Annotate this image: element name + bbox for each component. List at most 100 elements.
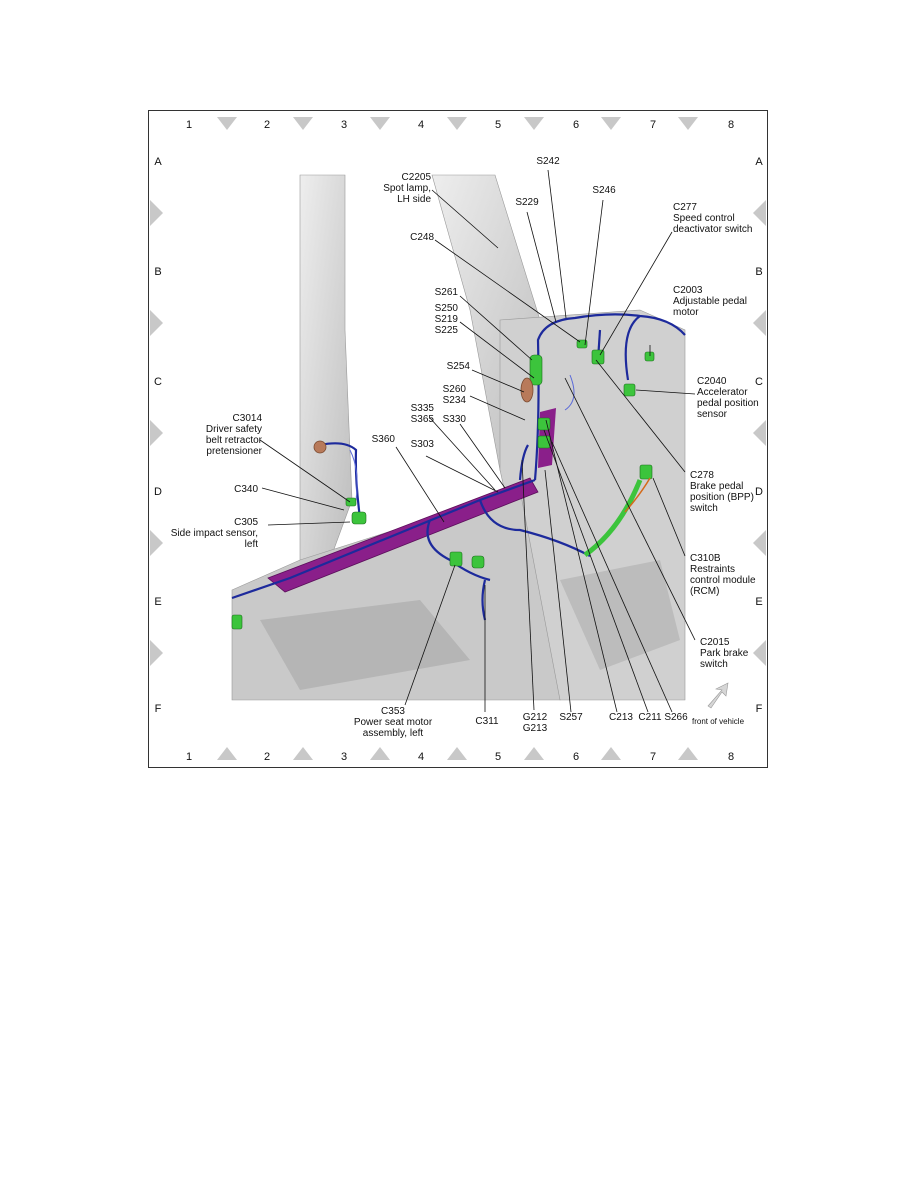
label-c2003-3: motor — [673, 307, 699, 318]
connector-edge — [231, 614, 243, 630]
label-s234: S234 — [443, 395, 467, 406]
label-s257: S257 — [559, 712, 583, 723]
harness-wires — [231, 313, 686, 621]
vehicle-body — [231, 174, 686, 701]
label-c277-1: C277 — [673, 202, 697, 213]
connector-c311 — [471, 555, 485, 569]
label-s360: S360 — [372, 434, 396, 445]
leader-lines — [259, 169, 696, 713]
row-b-left: B — [154, 266, 161, 278]
b-pillar — [299, 174, 353, 571]
label-c353-2: Power seat motor — [354, 717, 433, 728]
row-e-left: E — [154, 596, 161, 608]
col-4-bottom: 4 — [418, 751, 424, 763]
col-2-bottom: 2 — [264, 751, 270, 763]
label-g212: G212 — [523, 712, 548, 723]
label-c2205-1: C2205 — [402, 172, 432, 183]
col-6-bottom: 6 — [573, 751, 579, 763]
label-s303: S303 — [411, 439, 435, 450]
label-c2015-1: C2015 — [700, 637, 730, 648]
front-of-vehicle-label: front of vehicle — [692, 717, 745, 726]
front-of-vehicle-indicator: front of vehicle — [692, 682, 745, 726]
label-c340: C340 — [234, 484, 258, 495]
grommet — [520, 377, 534, 403]
label-c305-1: C305 — [234, 517, 258, 528]
label-s242: S242 — [536, 156, 560, 167]
row-f-right: F — [756, 703, 763, 715]
label-c2003-1: C2003 — [673, 285, 703, 296]
label-c2015-2: Park brake — [700, 648, 749, 659]
label-c248: C248 — [410, 232, 434, 243]
row-f-left: F — [155, 703, 162, 715]
col-1-top: 1 — [186, 119, 192, 131]
label-c213: C213 — [609, 712, 633, 723]
label-c305-2: Side impact sensor, — [171, 528, 258, 539]
label-s266: S266 — [664, 712, 688, 723]
label-c310b-1: C310B — [690, 553, 721, 564]
label-c277-2: Speed control — [673, 213, 735, 224]
grid-rows-right: A B C D E F — [755, 156, 763, 715]
label-s335: S335 — [411, 403, 435, 414]
col-7-top: 7 — [650, 119, 656, 131]
label-c3014-2: Driver safety — [206, 424, 262, 435]
label-c2205-3: LH side — [397, 194, 431, 205]
label-c310b-2: Restraints — [690, 564, 735, 575]
col-7-bottom: 7 — [650, 751, 656, 763]
label-c3014-3: belt retractor — [206, 435, 263, 446]
col-2-top: 2 — [264, 119, 270, 131]
col-8-top: 8 — [728, 119, 734, 131]
orange-wire — [624, 477, 651, 513]
col-1-bottom: 1 — [186, 751, 192, 763]
row-d-left: D — [154, 486, 162, 498]
label-c311: C311 — [475, 716, 499, 727]
label-g213: G213 — [523, 723, 548, 734]
connector-c353 — [449, 551, 463, 567]
label-c2040-3: pedal position — [697, 398, 759, 409]
label-c278-1: C278 — [690, 470, 714, 481]
col-3-top: 3 — [341, 119, 347, 131]
row-c-left: C — [154, 376, 162, 388]
row-e-right: E — [755, 596, 762, 608]
label-s225: S225 — [435, 325, 459, 336]
connectors — [231, 339, 655, 630]
connector-c2040 — [623, 383, 636, 397]
label-c277-3: deactivator switch — [673, 224, 752, 235]
connector-c305 — [351, 511, 367, 525]
col-5-bottom: 5 — [495, 751, 501, 763]
row-b-right: B — [755, 266, 762, 278]
label-c278-3: position (BPP) — [690, 492, 754, 503]
label-c310b-3: control module — [690, 575, 756, 586]
label-c2205-2: Spot lamp, — [383, 183, 431, 194]
label-s260: S260 — [443, 384, 467, 395]
col-3-bottom: 3 — [341, 751, 347, 763]
label-c278-2: Brake pedal — [690, 481, 743, 492]
col-5-top: 5 — [495, 119, 501, 131]
label-c211: C211 — [638, 712, 662, 723]
row-d-right: D — [755, 486, 763, 498]
rcm-harness — [583, 479, 643, 558]
grid-markers — [150, 117, 766, 760]
connector-c3014 — [345, 497, 357, 507]
label-c2015-3: switch — [700, 659, 728, 670]
label-c353-3: assembly, left — [363, 728, 424, 739]
label-c3014-4: pretensioner — [206, 446, 262, 457]
label-c2040-4: sensor — [697, 409, 728, 420]
col-6-top: 6 — [573, 119, 579, 131]
label-s250: S250 — [435, 303, 459, 314]
label-s246: S246 — [592, 185, 616, 196]
label-s261: S261 — [435, 287, 459, 298]
grid-columns-top: 1 2 3 4 5 6 7 8 — [186, 119, 734, 131]
row-a-right: A — [755, 156, 763, 168]
callouts: C2205 Spot lamp, LH side S242 S229 S246 … — [171, 156, 759, 739]
label-s229: S229 — [515, 197, 539, 208]
connector-c2003 — [644, 351, 655, 362]
label-c310b-4: (RCM) — [690, 586, 719, 597]
sill-conduit — [267, 477, 539, 593]
label-s254: S254 — [447, 361, 471, 372]
connector-c310b — [639, 464, 653, 480]
label-c278-4: switch — [690, 503, 718, 514]
col-8-bottom: 8 — [728, 751, 734, 763]
row-c-right: C — [755, 376, 763, 388]
label-s365: S365 — [411, 414, 435, 425]
label-c2040-1: C2040 — [697, 376, 727, 387]
